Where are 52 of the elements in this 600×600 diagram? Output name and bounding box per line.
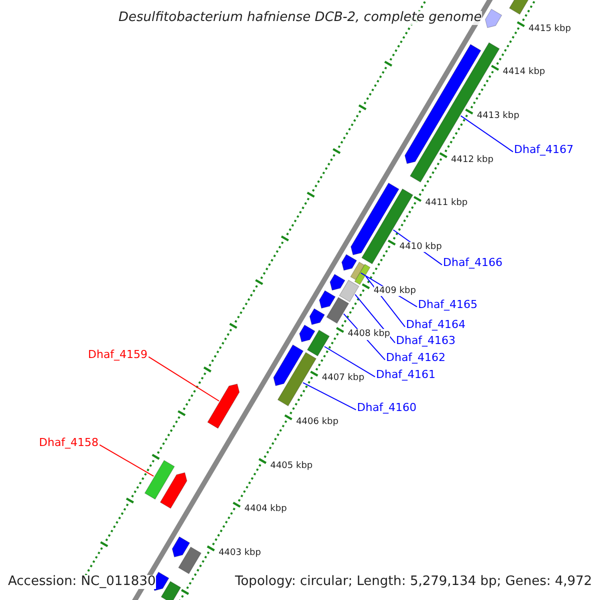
gene-block (341, 254, 358, 271)
scale-label: 4409 kbp (374, 286, 416, 296)
scale-label: 4403 kbp (218, 548, 261, 558)
gene-block (207, 384, 240, 429)
scale-label: 4407 kbp (322, 373, 364, 384)
gene-block (330, 274, 346, 291)
gene-label: Dhaf_4164 (406, 318, 466, 332)
genome-stats-text: Topology: circular; Length: 5,279,134 bp; Genes: 4,972 (235, 574, 592, 590)
gene-block (178, 546, 202, 574)
gene-block (172, 536, 190, 558)
gene-block (160, 581, 182, 600)
scale-label: 4412 kbp (451, 154, 494, 166)
scale-label: 4408 kbp (348, 329, 390, 340)
accession-text: Accession: NC_011830 (8, 574, 156, 590)
gene-block (350, 262, 365, 280)
gene-label: Dhaf_4167 (514, 144, 574, 156)
scale-label: 4413 kbp (476, 111, 520, 122)
gene-label: Dhaf_4162 (386, 352, 446, 364)
leader-line (99, 444, 154, 477)
leader-line (460, 115, 514, 152)
gene-label: Dhaf_4159 (88, 348, 148, 362)
gene-block (326, 296, 350, 324)
gene-block (350, 182, 400, 256)
scale-label: 4405 kbp (270, 460, 313, 471)
gene-block (319, 290, 336, 309)
gene-block (144, 460, 175, 500)
gene-label: Dhaf_4166 (443, 256, 503, 270)
gene-block (410, 42, 500, 183)
gene-block (338, 280, 360, 302)
gene-block (273, 344, 304, 386)
leader-line (302, 382, 356, 410)
leader-line (354, 294, 396, 344)
gene-block (160, 472, 188, 509)
scale-label: 4410 kbp (399, 242, 442, 252)
gene-block (299, 324, 316, 342)
scale-label: 4404 kbp (244, 504, 287, 515)
gene-block (484, 8, 502, 28)
scale-label: 4414 kbp (502, 67, 546, 78)
leader-line (324, 346, 376, 378)
gene-block (354, 264, 370, 285)
gene-label: Dhaf_4158 (39, 436, 99, 450)
gene-block (277, 352, 317, 406)
gene-block (306, 330, 330, 356)
gene-label: Dhaf_4160 (357, 402, 417, 414)
title: Desulfitobacterium hafniense DCB-2, complete genome (118, 10, 482, 26)
scale-label: 4406 kbp (296, 416, 338, 428)
gene-label: Dhaf_4163 (396, 334, 456, 348)
scale-label: 4411 kbp (425, 198, 468, 209)
gene-label: Dhaf_4165 (418, 298, 478, 312)
scale-label: 4415 kbp (528, 24, 571, 34)
leader-line (148, 356, 220, 402)
gene-label: Dhaf_4161 (376, 368, 436, 382)
